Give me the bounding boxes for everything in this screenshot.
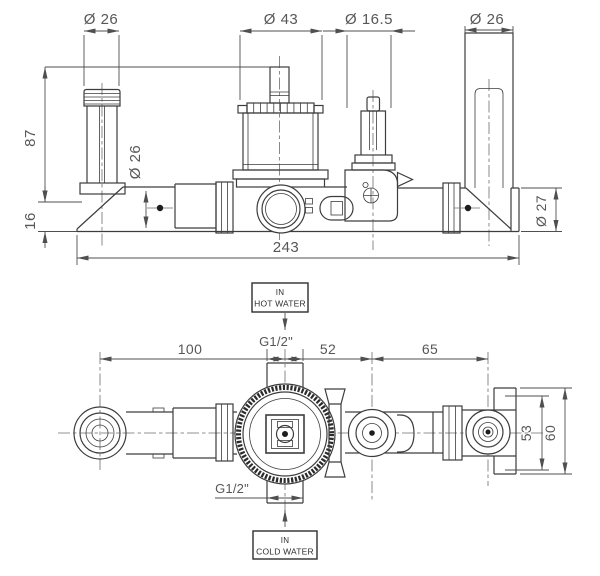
dim-label-height-87: 87 (22, 129, 39, 147)
left-pipe-flange (79, 182, 126, 195)
dim-cartridge-diameter: Ø 43 (239, 11, 323, 100)
dim-label-depth-53: 53 (518, 425, 534, 441)
cartridge-escutcheon-upper (232, 169, 329, 180)
plan-body-right (462, 387, 517, 475)
right-outlet-pipe (464, 32, 514, 188)
dim-label-right-pipe-dia: Ø 26 (470, 11, 505, 28)
cold-water-line1: IN (281, 536, 290, 545)
end-flange (493, 387, 517, 475)
dim-label-right-body-dia: Ø 27 (533, 195, 549, 227)
dim-label-spacing-65: 65 (422, 341, 438, 357)
dim-label-overall-length: 243 (273, 239, 300, 256)
cartridge-housing-plan (234, 383, 336, 485)
dim-label-spacing-52: 52 (320, 341, 336, 357)
diverter-valve (344, 96, 443, 222)
dim-cold-thread: G1/2" (215, 481, 303, 501)
dim-body-depth-53: 53 (505, 395, 549, 471)
cartridge-body (242, 112, 319, 171)
plan-body-mid (345, 405, 463, 461)
mounting-hole-left (156, 204, 164, 212)
body-stamp-detail (305, 195, 354, 221)
dim-label-left-pipe-dia: Ø 26 (84, 11, 119, 28)
hot-water-line1: IN (276, 288, 285, 297)
dim-label-spacing-100: 100 (178, 341, 203, 357)
cartridge (237, 66, 324, 234)
diverter-tab (396, 171, 414, 188)
cold-water-callout: IN COLD WATER (252, 510, 318, 560)
dim-label-body-dia: Ø 26 (127, 145, 144, 180)
dim-right-body-diameter-27: Ø 27 (521, 187, 562, 232)
brand-emblem (362, 181, 379, 204)
dim-label-height-16: 16 (22, 212, 39, 230)
left-coupling-nut (215, 181, 234, 234)
cold-water-line2: COLD WATER (256, 547, 314, 557)
plan-coupling-right (442, 405, 463, 461)
plan-body-left (126, 403, 237, 462)
dim-overall-depth-60: 60 (520, 387, 572, 475)
dim-diverter-diameter: Ø 16.5 (323, 11, 415, 108)
knurled-ring (236, 385, 334, 483)
hot-inlet-stub (266, 362, 304, 387)
dim-label-diverter-dia: Ø 16.5 (345, 11, 393, 28)
cartridge-boss-circle (256, 184, 306, 234)
dim-height-87: 87 (22, 66, 270, 203)
dim-spacing-chain: 100 52 65 (100, 341, 488, 362)
diverter-lobe (397, 414, 415, 453)
dim-hot-thread: G1/2" (259, 334, 304, 362)
left-inlet-pipe (79, 88, 126, 195)
dim-overall-length-243: 243 (76, 235, 520, 265)
dim-height-16: 16 (22, 186, 77, 248)
cold-water-box (252, 530, 318, 560)
plan-view: 100 52 65 G1/2" G1/2" 53 60 (58, 282, 572, 560)
dim-body-diameter-26: Ø 26 (127, 145, 149, 228)
dim-left-pipe-diameter: Ø 26 (83, 11, 120, 86)
left-outlet-port (73, 406, 127, 460)
diverter-body (344, 169, 399, 222)
dim-label-cartridge-dia: Ø 43 (264, 11, 299, 28)
front-view: Ø 26 Ø 43 Ø 16.5 Ø 26 87 (22, 11, 562, 265)
mounting-hole-right (464, 204, 472, 212)
dim-label-depth-60: 60 (542, 425, 558, 441)
dim-label-cold-thread: G1/2" (215, 481, 249, 496)
hot-water-box (251, 282, 309, 313)
dim-label-hot-thread: G1/2" (259, 334, 293, 349)
mounting-bracket (324, 388, 346, 478)
dim-right-pipe-diameter: Ø 26 (464, 11, 514, 33)
plan-coupling-left (215, 403, 234, 462)
hot-water-line2: HOT WATER (254, 299, 306, 309)
hot-water-callout: IN HOT WATER (251, 282, 309, 330)
right-body-section (442, 32, 520, 234)
